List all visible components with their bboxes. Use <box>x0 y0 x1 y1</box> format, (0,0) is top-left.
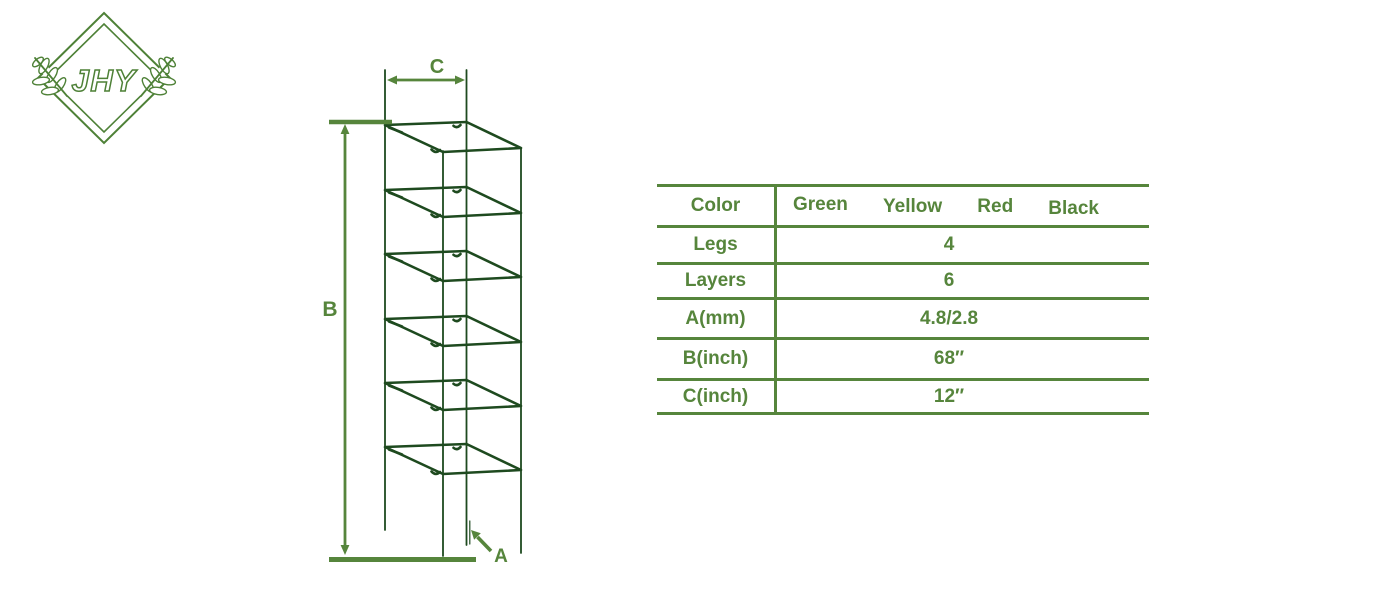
cage-layer <box>383 249 523 283</box>
spec-table: Color Green Yellow Red Black Legs 4 Laye… <box>657 184 1149 415</box>
dim-label-c: C <box>430 56 444 78</box>
spec-row-label: B(inch) <box>657 340 777 378</box>
dim-b-arrowhead-top <box>340 124 350 134</box>
spec-row-b-inch: B(inch) 68″ <box>657 340 1149 381</box>
cage-layer <box>383 185 523 219</box>
cage-layer <box>383 120 523 154</box>
logo-diamond-inner <box>47 22 161 134</box>
color-option: Green <box>793 194 848 215</box>
spec-row-value: 12″ <box>933 385 965 407</box>
dim-c-arrowhead-right <box>455 75 465 85</box>
spec-color-options: Green Yellow Red Black <box>777 187 1149 225</box>
spec-row-value: 6 <box>943 270 955 291</box>
cage-layer <box>383 314 523 348</box>
spec-row-label: Legs <box>657 228 777 262</box>
spec-row-label: C(inch) <box>657 381 777 412</box>
dim-a-arrow-line <box>476 535 493 553</box>
dim-a-arrowhead <box>471 530 481 540</box>
color-option: Red <box>977 196 1014 217</box>
spec-row-c-inch: C(inch) 12″ <box>657 381 1149 415</box>
color-option: Black <box>1048 198 1099 219</box>
dim-c-arrowhead-left <box>387 75 397 85</box>
spec-row-layers: Layers 6 <box>657 265 1149 300</box>
spec-row-label: Color <box>657 187 777 225</box>
leaf-branch-left-icon <box>31 56 68 96</box>
spec-row-legs: Legs 4 <box>657 228 1149 265</box>
dim-b-arrowhead-bottom <box>340 545 350 555</box>
dimension-annotations: C B A <box>322 56 508 567</box>
spec-row-value: 68″ <box>933 348 965 369</box>
spec-row-color: Color Green Yellow Red Black <box>657 187 1149 228</box>
spec-row-label: Layers <box>657 265 777 297</box>
logo-diamond-outer <box>36 11 172 145</box>
spec-row-value: 4 <box>943 234 955 255</box>
jhy-logo: JHY <box>31 11 177 145</box>
color-option: Yellow <box>883 196 943 217</box>
logo-text: JHY <box>72 63 139 98</box>
spec-row-a-mm: A(mm) 4.8/2.8 <box>657 300 1149 340</box>
cage-structure <box>383 69 523 557</box>
spec-row-label: A(mm) <box>657 300 777 337</box>
spec-row-value: 4.8/2.8 <box>919 307 979 329</box>
dim-label-b: B <box>322 298 337 321</box>
leaf-branch-right-icon <box>140 56 177 96</box>
cage-layer <box>383 378 523 412</box>
cage-layer <box>383 442 523 476</box>
dim-label-a: A <box>494 546 508 567</box>
